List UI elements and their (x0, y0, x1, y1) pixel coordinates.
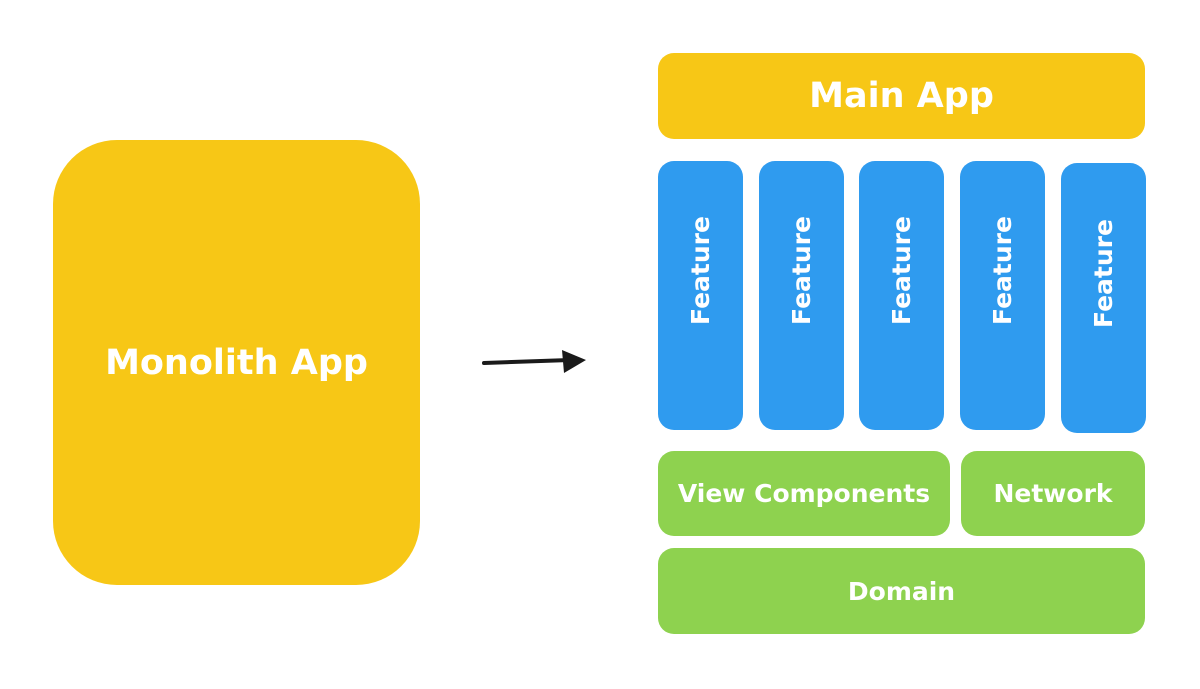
domain-block: Domain (658, 548, 1145, 634)
feature-module-label: Feature (1089, 218, 1118, 328)
main-app-label: Main App (809, 76, 994, 116)
feature-module-1: Feature (658, 161, 743, 430)
main-app-block: Main App (658, 53, 1145, 139)
monolith-app-label: Monolith App (105, 342, 368, 383)
transition-arrow-icon (482, 350, 586, 373)
feature-module-5: Feature (1061, 163, 1146, 433)
feature-module-label: Feature (988, 216, 1017, 325)
feature-module-label: Feature (686, 216, 715, 325)
feature-module-label: Feature (887, 216, 916, 325)
feature-module-2: Feature (759, 161, 844, 430)
view-components-block: View Components (658, 451, 950, 536)
domain-label: Domain (847, 576, 956, 606)
network-block: Network (961, 451, 1145, 536)
network-label: Network (993, 479, 1113, 508)
monolith-app-block: Monolith App (53, 140, 420, 585)
view-components-label: View Components (677, 479, 931, 508)
feature-module-4: Feature (960, 161, 1045, 430)
feature-module-label: Feature (787, 216, 816, 325)
feature-module-3: Feature (859, 161, 944, 430)
